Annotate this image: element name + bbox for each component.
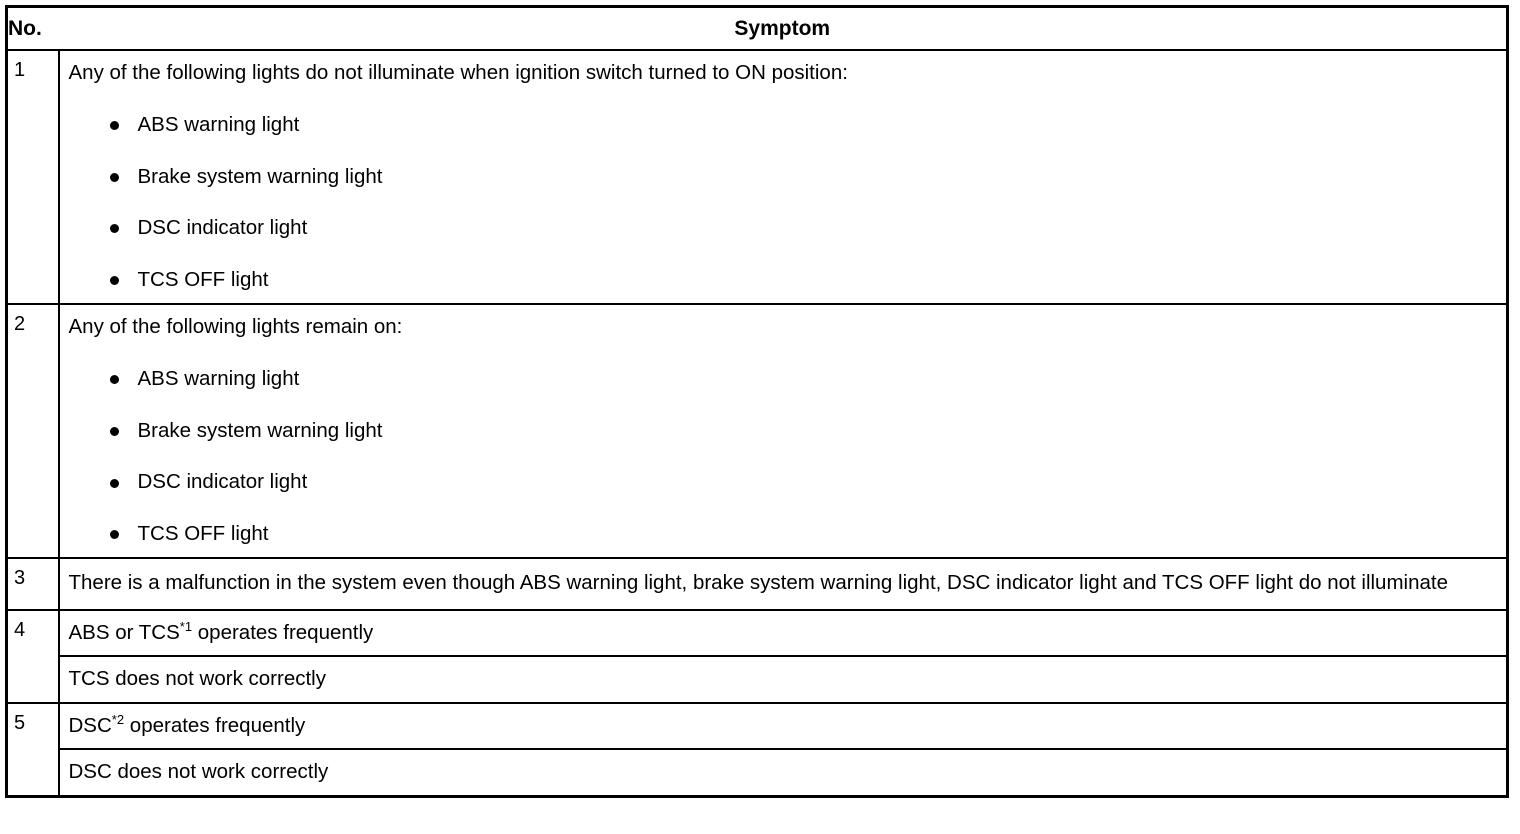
table-body: 1 Any of the following lights do not ill…: [6, 50, 1508, 797]
list-item-label: ABS warning light: [137, 367, 300, 391]
bullet-dot-icon: [109, 275, 119, 285]
list-item-label: Brake system warning light: [137, 164, 383, 188]
row-number: 1: [6, 50, 60, 306]
symptom-sub-text-suffix: operates frequently: [124, 713, 306, 737]
symptom-bullet-list: ABS warning light Brake system warning l…: [60, 367, 1507, 557]
list-item: DSC indicator light: [60, 216, 1507, 240]
bullet-dot-icon: [109, 172, 119, 182]
list-item-label: DSC indicator light: [137, 470, 308, 494]
symptom-sub-rows: ABS or TCS*1 operates frequently TCS doe…: [59, 611, 1507, 702]
symptom-bullet-list: ABS warning light Brake system warning l…: [60, 113, 1507, 303]
symptom-sub-text: ABS or TCS: [68, 620, 180, 644]
row-symptom-cell: There is a malfunction in the system eve…: [58, 558, 1508, 611]
table-header: No. Symptom: [6, 6, 1508, 51]
list-item: Brake system warning light: [60, 164, 1507, 189]
footnote-ref: *2: [111, 711, 125, 727]
bullet-dot-icon: [109, 427, 119, 436]
symptom-sub-row: TCS does not work correctly: [60, 657, 1507, 702]
list-item-label: Brake system warning light: [137, 418, 383, 442]
bullet-dot-icon: [109, 375, 119, 385]
row-number: 2: [6, 304, 60, 560]
table-row: 4 ABS or TCS*1 operates frequently TCS d…: [6, 609, 1508, 704]
column-header-symptom: Symptom: [58, 6, 1508, 51]
list-item: TCS OFF light: [60, 521, 1507, 546]
column-header-no: No.: [6, 6, 59, 51]
symptom-sub-text: TCS does not work correctly: [68, 667, 326, 691]
symptom-intro-text: Any of the following lights remain on:: [68, 315, 403, 339]
footnote-ref: *1: [179, 618, 193, 634]
symptom-text: There is a malfunction in the system eve…: [68, 571, 1449, 595]
table-row: 2 Any of the following lights remain on:…: [6, 304, 1508, 560]
symptom-sub-row: ABS or TCS*1 operates frequently: [59, 611, 1506, 658]
symptom-sub-row: DSC*2 operates frequently: [59, 704, 1506, 751]
bullet-dot-icon: [109, 121, 119, 131]
list-item-label: DSC indicator light: [137, 216, 308, 240]
list-item-label: TCS OFF light: [137, 521, 269, 545]
row-symptom-cell: Any of the following lights remain on: A…: [58, 304, 1508, 560]
row-number: 3: [6, 558, 60, 611]
symptom-intro-text: Any of the following lights do not illum…: [68, 61, 848, 84]
table-row: 5 DSC*2 operates frequently DSC does not…: [6, 702, 1508, 797]
bullet-dot-icon: [109, 224, 119, 234]
row-symptom-cell: Any of the following lights do not illum…: [58, 50, 1508, 306]
row-symptom-cell: DSC*2 operates frequently DSC does not w…: [59, 703, 1508, 797]
table-row: 1 Any of the following lights do not ill…: [6, 50, 1508, 306]
list-item: DSC indicator light: [60, 471, 1507, 494]
bullet-dot-icon: [109, 530, 119, 540]
symptom-sub-rows: DSC*2 operates frequently DSC does not w…: [59, 704, 1507, 795]
list-item-label: ABS warning light: [137, 113, 300, 136]
list-item: TCS OFF light: [60, 267, 1507, 292]
symptom-sub-row: DSC does not work correctly: [60, 750, 1507, 795]
symptom-sub-text: DSC: [68, 713, 112, 737]
list-item-label: TCS OFF light: [137, 267, 269, 291]
list-item: ABS warning light: [60, 113, 1507, 137]
list-item: ABS warning light: [60, 367, 1507, 391]
row-number: 5: [6, 702, 60, 797]
table-header-row: No. Symptom: [6, 6, 1508, 51]
list-item: Brake system warning light: [60, 418, 1507, 443]
table-row: 3 There is a malfunction in the system e…: [6, 558, 1508, 611]
symptom-sub-text: DSC does not work correctly: [68, 760, 329, 784]
row-symptom-cell: ABS or TCS*1 operates frequently TCS doe…: [58, 609, 1508, 704]
symptom-table: No. Symptom 1 Any of the following light…: [5, 5, 1509, 798]
bullet-dot-icon: [109, 478, 119, 488]
symptom-sub-text-suffix: operates frequently: [192, 620, 374, 644]
row-number: 4: [6, 609, 60, 704]
